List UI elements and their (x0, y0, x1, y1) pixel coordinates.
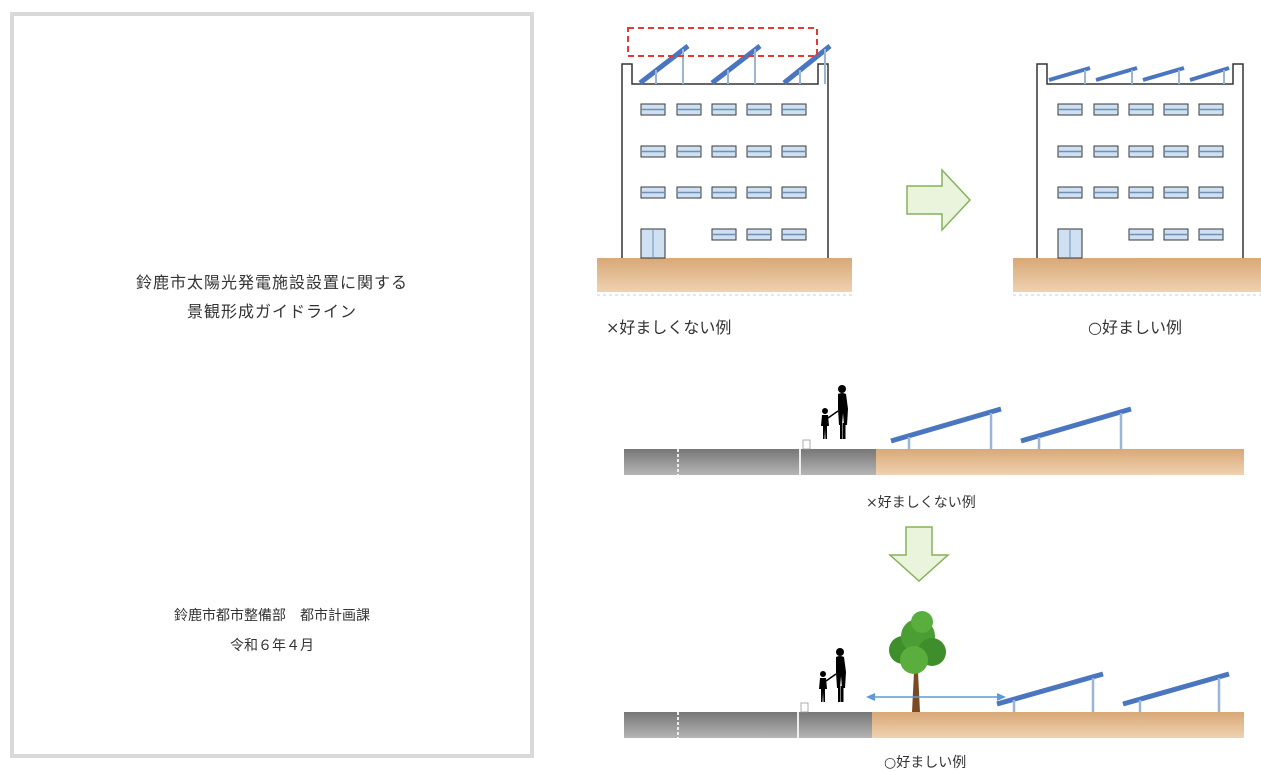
guideline-cover-page: 鈴鹿市太陽光発電施設設置に関する 景観形成ガイドライン 鈴鹿市都市整備部 都市計… (10, 12, 534, 758)
person-silhouette-icon (818, 647, 847, 703)
road (624, 712, 872, 738)
rooftop-bad-example (597, 27, 852, 296)
ground (872, 712, 1244, 738)
cover-title: 鈴鹿市太陽光発電施設設置に関する 景観形成ガイドライン (14, 268, 530, 326)
double-arrow-icon (866, 693, 1006, 701)
road (624, 449, 876, 475)
ground-good-example (624, 611, 1244, 738)
right-arrow-icon (906, 168, 972, 232)
tree-icon (889, 611, 946, 712)
cover-title-line1: 鈴鹿市太陽光発電施設設置に関する (135, 273, 408, 292)
caption-ground-good: ○好ましい例 (884, 755, 967, 771)
cover-organization: 鈴鹿市都市整備部 都市計画課 令和６年４月 (14, 601, 530, 661)
down-arrow-icon (888, 526, 950, 583)
cover-date: 令和６年４月 (230, 638, 314, 654)
ground (597, 258, 852, 292)
cover-department: 鈴鹿市都市整備部 都市計画課 (174, 608, 370, 624)
building (621, 63, 829, 258)
ground-solar-panels (996, 671, 1230, 712)
person-silhouette-icon (820, 384, 849, 440)
caption-ground-bad: ×好ましくない例 (866, 495, 976, 511)
caption-rooftop-good: ○好ましい例 (1088, 318, 1182, 337)
ground-bad-example (624, 384, 1244, 475)
low-angle-solar-panels (1048, 66, 1230, 82)
protruding-area-highlight (627, 27, 818, 57)
ground-solar-panels (890, 406, 1132, 449)
tilted-solar-panels (638, 44, 832, 85)
ground (1013, 258, 1261, 292)
cover-title-line2: 景観形成ガイドライン (186, 302, 357, 321)
ground (876, 449, 1244, 475)
caption-rooftop-bad: ×好ましくない例 (606, 318, 732, 337)
building (1036, 63, 1244, 258)
rooftop-good-example (1013, 63, 1261, 296)
